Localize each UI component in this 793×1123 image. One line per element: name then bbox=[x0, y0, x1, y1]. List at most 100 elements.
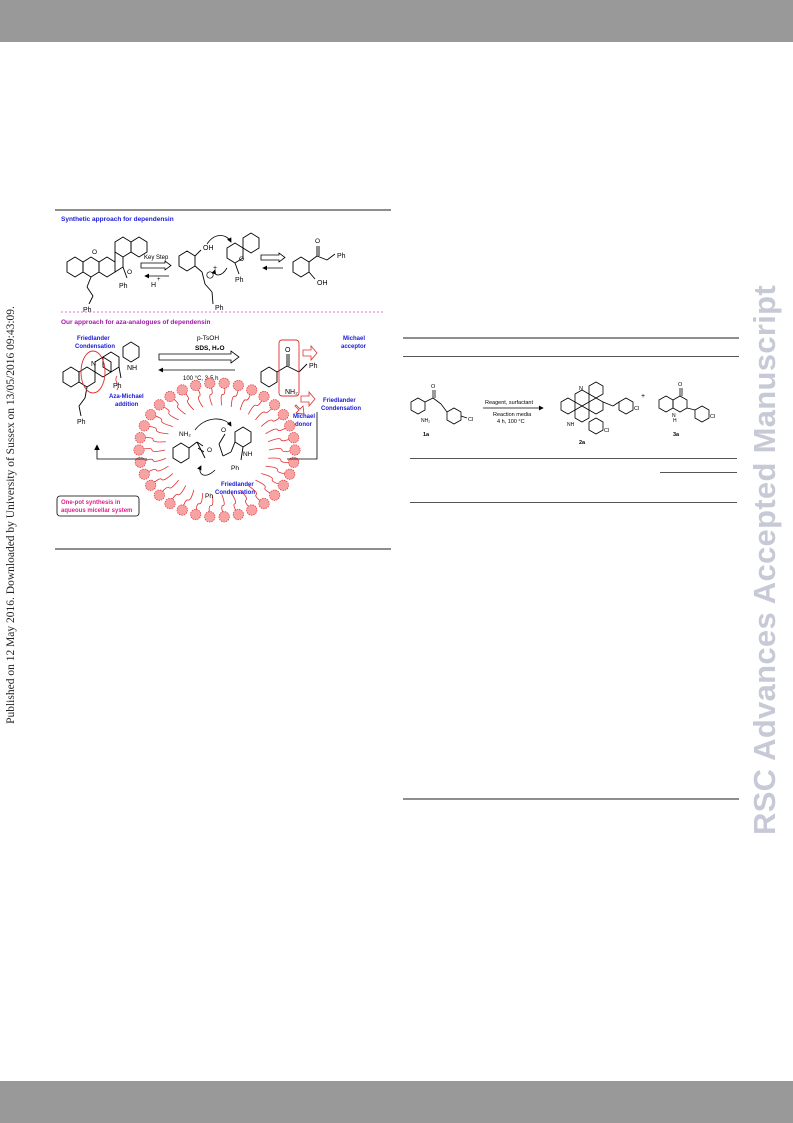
reaction-scheme: O NH₂ Cl 1a Reagent, surfactant Reaction… bbox=[410, 381, 715, 446]
micelle-curved-arrow-1 bbox=[194, 418, 232, 431]
connector-right bbox=[287, 412, 318, 460]
surfactant-tail bbox=[220, 383, 226, 406]
surfactant-tail bbox=[230, 385, 239, 408]
aza-michael-label-1: Aza-Michael bbox=[109, 394, 144, 400]
chromene-structure bbox=[226, 232, 260, 275]
friedlander-label-right-1: Friedlander bbox=[323, 398, 356, 404]
micelle-ph-1: Ph bbox=[231, 465, 239, 472]
one-pot-label-2: aqueous micellar system bbox=[61, 508, 132, 514]
surfactant-tail bbox=[268, 457, 294, 463]
micelle-o-atom-1: O bbox=[207, 447, 212, 454]
plus-sign: + bbox=[641, 393, 645, 400]
label-2a: 2a bbox=[579, 440, 586, 446]
curved-arrow-2 bbox=[211, 267, 228, 276]
surfactant-head bbox=[232, 508, 244, 521]
margin-note: Published on 12 May 2016. Downloaded by … bbox=[5, 306, 17, 724]
scheme-top-heading: Synthetic approach for dependensin bbox=[61, 216, 174, 223]
friedlander-label-left-2: Condensation bbox=[75, 344, 115, 350]
surfactant-tail bbox=[267, 437, 294, 443]
one-pot-label-1: One-pot synthesis in bbox=[61, 500, 121, 506]
table-col-rule-2 bbox=[660, 472, 737, 473]
hydroxychalcone-structure bbox=[292, 246, 336, 280]
dependensin-ph-2: Ph bbox=[83, 307, 92, 314]
plus-sign-1: + bbox=[213, 265, 217, 272]
dependensin-scheme: Synthetic approach for dependensin O O P… bbox=[56, 216, 385, 523]
scheme-bottom-heading: Our approach for aza-analogues of depend… bbox=[61, 319, 211, 326]
compound-1a-cl: Cl bbox=[468, 417, 473, 423]
dependensin-structure bbox=[66, 236, 148, 305]
micelle-intermediate-structure bbox=[172, 426, 252, 464]
michael-acceptor-label-1: Michael bbox=[343, 336, 365, 342]
key-step-label: Key Step bbox=[144, 255, 169, 261]
chalcone-o-atom: O bbox=[315, 238, 320, 245]
table-bottom-rule bbox=[403, 798, 739, 800]
intermediate-oh: OH bbox=[203, 245, 214, 252]
surfactant-tail bbox=[255, 404, 275, 421]
surfactant-tail bbox=[261, 473, 284, 486]
aza-product-nh: NH bbox=[127, 365, 137, 372]
friedlander-label-right-2: Condensation bbox=[321, 406, 361, 412]
compound-3a-h: H bbox=[673, 418, 677, 424]
temperature-label: 100 °C, 3-5 h bbox=[183, 376, 218, 382]
compound-3a-structure bbox=[658, 388, 710, 423]
label-1a: 1a bbox=[423, 432, 430, 438]
surfactant-head bbox=[288, 432, 300, 444]
header-bar bbox=[0, 0, 793, 42]
surfactant-tail bbox=[169, 396, 186, 415]
micelle-ph-2: Ph bbox=[205, 493, 213, 500]
surfactant-head bbox=[145, 409, 157, 421]
surfactant-tail bbox=[260, 414, 284, 427]
aminochalcone-ph: Ph bbox=[309, 363, 318, 370]
reagent-label: p-TsOH bbox=[197, 335, 219, 342]
media-line: Reaction media bbox=[493, 412, 532, 418]
label-3a: 3a bbox=[673, 432, 680, 438]
surfactant-tail bbox=[181, 389, 195, 411]
surfactant-head bbox=[246, 384, 258, 396]
surfactant-tail bbox=[209, 383, 213, 406]
surfactant-tail bbox=[140, 437, 166, 443]
surfactant-head bbox=[277, 409, 289, 421]
surfactant-tail bbox=[265, 425, 290, 435]
surfactant-tail bbox=[265, 465, 290, 475]
h-plus-charge: + bbox=[157, 277, 161, 283]
compound-1a-o: O bbox=[431, 384, 436, 390]
surfactant-head bbox=[164, 390, 176, 403]
bond-break-mark bbox=[115, 375, 119, 391]
aza-product-ph-2: Ph bbox=[77, 419, 86, 426]
aza-product-structure bbox=[62, 341, 140, 417]
surfactant-head bbox=[164, 497, 176, 510]
micelle bbox=[133, 377, 301, 523]
surfactant-head bbox=[204, 511, 216, 523]
scheme-top-rule bbox=[55, 209, 391, 211]
footer-bar bbox=[0, 1081, 793, 1123]
surfactant-tail bbox=[208, 494, 214, 517]
surfactant-tail bbox=[150, 414, 173, 427]
table-top-rule bbox=[403, 337, 739, 339]
surfactant-tail bbox=[138, 448, 166, 452]
surfactant-head bbox=[289, 444, 301, 456]
aza-michael-label-2: addition bbox=[115, 402, 139, 408]
surfactant-head bbox=[288, 456, 300, 468]
compound-3a-o: O bbox=[678, 382, 683, 388]
chromene-o-atom: O bbox=[239, 256, 244, 263]
micelle-nh2: NH₂ bbox=[179, 431, 191, 438]
surfactant-tail bbox=[150, 473, 174, 486]
condensation-arrow-icon bbox=[300, 390, 316, 408]
chalcone-ph: Ph bbox=[337, 253, 346, 260]
surfactant-tail bbox=[169, 485, 187, 504]
surfactant-head bbox=[277, 479, 289, 491]
aza-product-ph-1: Ph bbox=[113, 383, 122, 390]
surfactant-tail bbox=[144, 425, 169, 435]
surfactant-head bbox=[218, 377, 230, 389]
aza-product-n: N bbox=[91, 361, 96, 368]
compound-2a-nh: NH bbox=[567, 422, 575, 428]
surfactant-head bbox=[258, 497, 270, 510]
surfactant-tail bbox=[144, 465, 169, 475]
michael-donor-label-1: Michael bbox=[293, 414, 315, 420]
surfactant-head bbox=[176, 504, 188, 516]
connector-left bbox=[94, 444, 147, 460]
compound-3a-n: N bbox=[672, 413, 676, 419]
friedlander-label-left-1: Friedlander bbox=[77, 336, 110, 342]
surfactant-head bbox=[190, 508, 202, 521]
surfactant-tail bbox=[230, 492, 239, 515]
